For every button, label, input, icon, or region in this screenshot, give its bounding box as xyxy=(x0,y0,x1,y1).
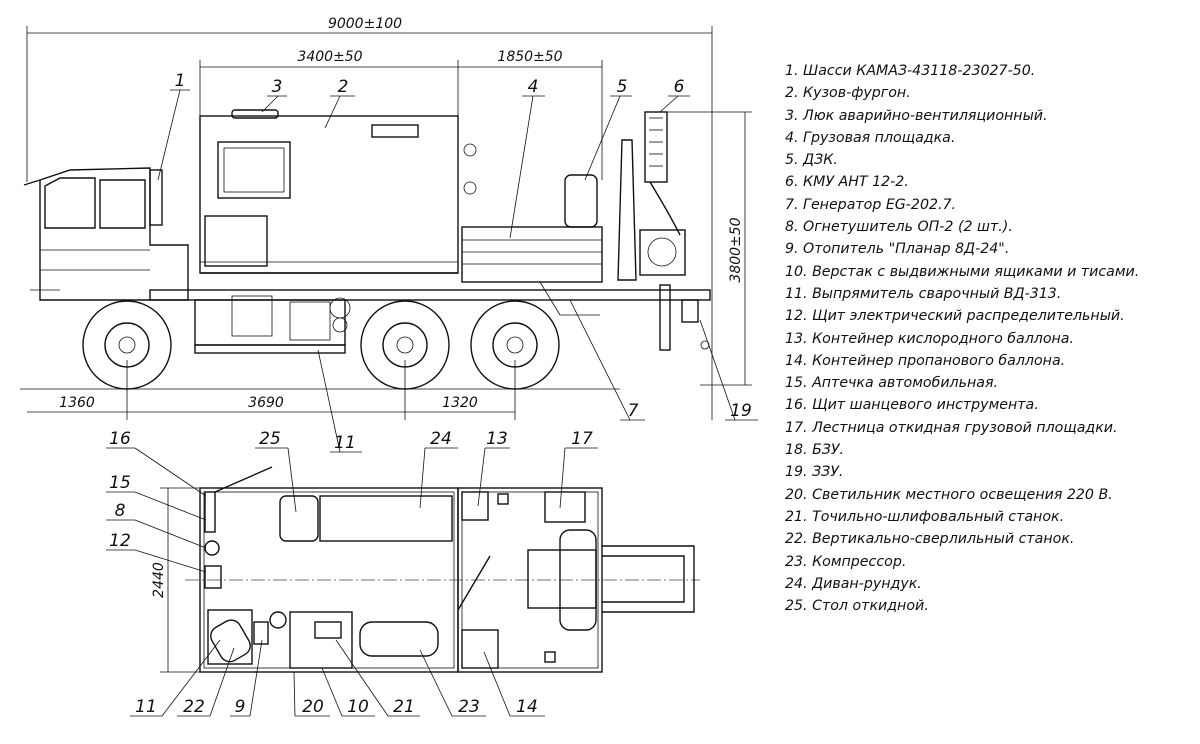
legend-item: 14. Контейнер пропанового баллона. xyxy=(785,352,1066,369)
legend-item: 17. Лестница откидная грузовой площадки. xyxy=(785,419,1118,436)
crane-kmu xyxy=(617,111,710,351)
parts-legend: 1. Шасси КАМАЗ-43118-23027-50. 2. Кузов-… xyxy=(785,60,1139,617)
dim-axles: 1360 3690 1320 xyxy=(27,360,516,420)
callout-2: 2 xyxy=(338,77,349,97)
legend-item: 8. Огнетушитель ОП-2 (2 шт.). xyxy=(785,219,1013,236)
legend-item: 19. ЗЗУ. xyxy=(785,464,844,481)
callout-12: 12 xyxy=(109,531,131,551)
legend-item: 22. Вертикально-сверлильный станок. xyxy=(785,531,1075,548)
callout-18: 11 xyxy=(334,433,356,453)
legend-item: 16. Щит шанцевого инструмента. xyxy=(785,397,1039,414)
legend-item: 15. Аптечка автомобильная. xyxy=(785,375,998,392)
legend-item: 3. Люк аварийно-вентиляционный. xyxy=(785,107,1048,124)
plan-interior xyxy=(204,466,695,669)
callout-7: 7 xyxy=(628,401,639,421)
cargo-platform xyxy=(461,174,603,316)
plan-view: 2440 xyxy=(106,429,700,717)
legend-item: 6. КМУ АНТ 12-2. xyxy=(785,174,909,191)
legend-item: 9. Отопитель "Планар 8Д-24". xyxy=(785,241,1010,258)
legend-item: 20. Светильник местного освещения 220 В. xyxy=(785,486,1113,503)
callout-4: 4 xyxy=(528,77,539,97)
callout-11: 11 xyxy=(135,697,157,717)
callout-14: 14 xyxy=(516,697,538,717)
plan-callouts: 16 15 8 12 25 24 13 17 11 xyxy=(106,429,598,717)
callout-22: 22 xyxy=(183,697,205,717)
legend-item: 18. БЗУ. xyxy=(785,442,845,459)
callout-21: 21 xyxy=(393,697,415,717)
callout-3: 3 xyxy=(272,77,283,97)
dim-body-width: 2440 xyxy=(151,487,205,673)
callout-9: 9 xyxy=(235,697,246,717)
front-overhang-label: 1360 xyxy=(59,395,95,411)
dim-overall-height: 3800±50 xyxy=(650,111,752,386)
legend-item: 11. Выпрямитель сварочный ВД-313. xyxy=(785,285,1062,302)
dim-overall-length: 9000±100 xyxy=(26,16,713,420)
platform-length-label: 1850±50 xyxy=(497,49,562,65)
wheelbase-label: 3690 xyxy=(248,395,284,411)
legend-item: 12. Щит электрический распределительный. xyxy=(785,308,1125,325)
body-length-label: 3400±50 xyxy=(297,49,362,65)
overall-height-label: 3800±50 xyxy=(728,217,744,282)
callout-25: 25 xyxy=(259,429,281,449)
side-view: 9000±100 3400±50 1850±50 3800±50 1360 36… xyxy=(20,16,758,453)
legend-item: 25. Стол откидной. xyxy=(785,598,929,615)
legend-item: 2. Кузов-фургон. xyxy=(785,85,911,102)
callout-15: 15 xyxy=(109,473,131,493)
overall-length-label: 9000±100 xyxy=(328,16,402,32)
legend-item: 7. Генератор EG-202.7. xyxy=(785,196,957,213)
legend-item: 10. Верстак с выдвижными ящиками и тисам… xyxy=(785,263,1140,280)
callout-20: 20 xyxy=(302,697,324,717)
callout-13: 13 xyxy=(486,429,508,449)
callout-10: 10 xyxy=(347,697,369,717)
callout-19: 19 xyxy=(730,401,752,421)
bogie-base-label: 1320 xyxy=(442,395,478,411)
legend-item: 5. ДЗК. xyxy=(785,152,838,169)
callout-6: 6 xyxy=(674,77,685,97)
van-body xyxy=(199,109,477,274)
legend-item: 13. Контейнер кислородного баллона. xyxy=(785,330,1075,347)
dim-body-platform: 3400±50 1850±50 xyxy=(199,49,603,180)
body-width-label: 2440 xyxy=(151,562,167,598)
callout-16: 16 xyxy=(109,429,131,449)
legend-item: 21. Точильно-шлифовальный станок. xyxy=(785,508,1065,525)
cab xyxy=(23,167,189,301)
callout-8: 8 xyxy=(115,501,126,521)
side-callouts: 1 2 3 4 5 6 7 11 19 xyxy=(157,71,758,453)
chassis-frame xyxy=(149,289,711,354)
callout-23: 23 xyxy=(458,697,480,717)
callout-24: 24 xyxy=(430,429,452,449)
callout-5: 5 xyxy=(617,77,628,97)
legend-item: 1. Шасси КАМАЗ-43118-23027-50. xyxy=(785,63,1036,79)
legend-item: 23. Компрессор. xyxy=(785,553,907,570)
callout-1: 1 xyxy=(175,71,186,91)
legend-item: 24. Диван-рундук. xyxy=(785,575,922,592)
legend-item: 4. Грузовая площадка. xyxy=(785,129,956,146)
callout-17: 17 xyxy=(571,429,593,449)
